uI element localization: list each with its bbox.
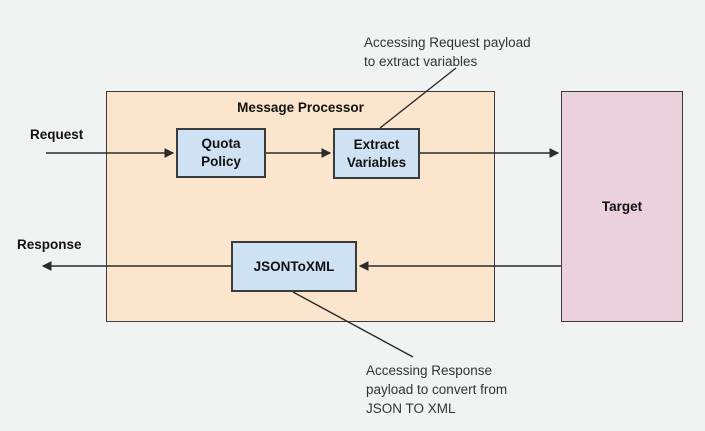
response-payload-annotation: Accessing Response payload to convert fr…	[366, 363, 508, 416]
target-box: Target	[561, 91, 683, 322]
response-label: Response	[17, 237, 82, 252]
request-label: Request	[30, 127, 84, 142]
json-to-xml-label: JSONToXML	[253, 258, 335, 274]
quota-policy-label: Quota Policy	[201, 136, 241, 169]
extract-variables-label: Extract Variables	[346, 136, 407, 170]
quota-policy-node: Quota Policy	[176, 128, 266, 178]
request-payload-annotation: Accessing Request payload to extract var…	[364, 35, 531, 69]
json-to-xml-node: JSONToXML	[231, 241, 357, 292]
target-label: Target	[601, 199, 643, 214]
extract-variables-node: Extract Variables	[333, 128, 420, 179]
message-processor-title: Message Processor	[237, 100, 364, 115]
